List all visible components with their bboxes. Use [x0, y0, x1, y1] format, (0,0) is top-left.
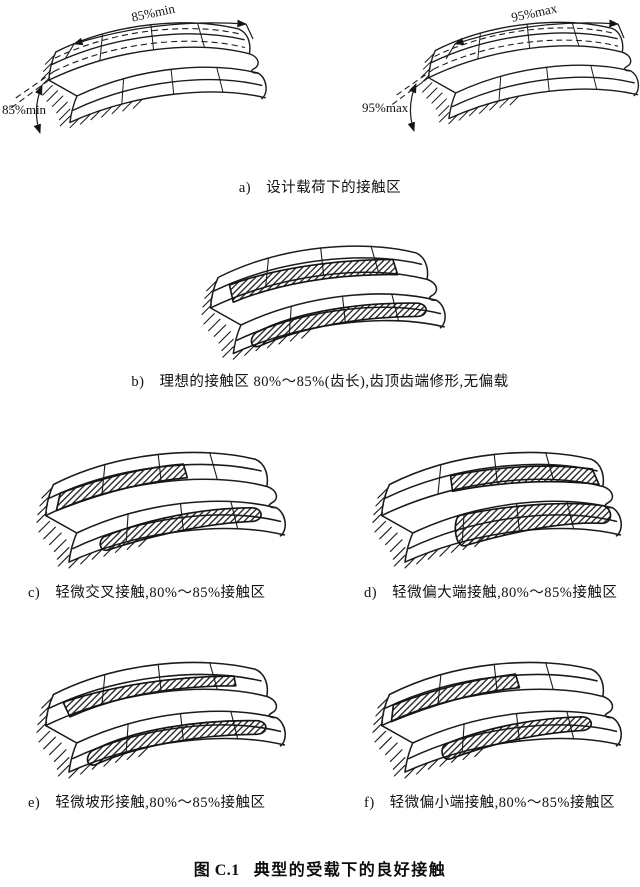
- contact-patch-upper: [62, 675, 237, 718]
- dim-label-top: 95%max: [510, 0, 559, 24]
- figure-title-text: 典型的受载下的良好接触: [253, 862, 447, 879]
- contact-patch-lower: [250, 302, 427, 348]
- arc-dimension-line: [73, 19, 247, 46]
- contact-patch-lower: [454, 502, 612, 547]
- arc-dimension-line: [454, 19, 619, 45]
- gear-diagram-a-right: 95%max 95%max: [362, 0, 640, 132]
- dim-label-top: 85%min: [130, 1, 177, 25]
- gear-diagram-b: [201, 245, 446, 360]
- contact-patch-upper: [449, 465, 600, 493]
- contact-patch-upper: [55, 463, 189, 512]
- caption-letter: a): [238, 180, 252, 196]
- face-width-arc: [33, 85, 43, 134]
- caption-letter: d): [364, 585, 378, 601]
- contact-patch-lower: [99, 506, 262, 552]
- dimension-extension-lines: [445, 23, 625, 60]
- dim-label-side: 85%min: [2, 102, 47, 117]
- contact-patch-upper: [390, 673, 521, 723]
- caption-c: c) 轻微交叉接触,80%～85%接触区: [28, 581, 266, 602]
- caption-letter: b): [131, 374, 145, 390]
- caption-d: d) 轻微偏大端接触,80%～85%接触区: [364, 581, 617, 602]
- caption-letter: c): [28, 585, 41, 601]
- contact-patch-lower: [441, 715, 593, 761]
- caption-text: 轻微坡形接触,80%～85%接触区: [55, 795, 266, 811]
- gear-diagram-e: [36, 661, 287, 779]
- caption-text: 轻微偏小端接触,80%～85%接触区: [389, 795, 615, 811]
- gear-diagram-d: [372, 451, 623, 569]
- contact-patch-upper: [228, 258, 399, 304]
- caption-text: 轻微交叉接触,80%～85%接触区: [55, 585, 266, 601]
- caption-letter: f): [364, 795, 375, 811]
- caption-text: 设计载荷下的接触区: [266, 180, 402, 196]
- caption-a: a) 设计载荷下的接触区: [0, 176, 640, 197]
- caption-b: b) 理想的接触区 80%～85%(齿长),齿顶齿端修形,无偏载: [0, 370, 640, 391]
- caption-e: e) 轻微坡形接触,80%～85%接触区: [28, 791, 266, 812]
- caption-text: 理想的接触区 80%～85%(齿长),齿顶齿端修形,无偏载: [159, 374, 509, 390]
- gear-segment-drawing: [7, 22, 267, 129]
- gear-diagram-a-left: 85%min 85%min: [2, 1, 267, 134]
- contact-patch-lower: [86, 719, 267, 766]
- dimension-extension-lines: [64, 23, 254, 60]
- face-width-arc: [407, 83, 417, 132]
- dim-label-side: 95%max: [362, 100, 409, 115]
- figure-number: 图 C.1: [193, 862, 240, 879]
- gear-diagram-c: [36, 451, 287, 569]
- gear-segment-drawing: [388, 21, 640, 125]
- figure-title: 图 C.1 典型的受载下的良好接触: [0, 856, 640, 880]
- gear-diagram-f: [372, 661, 623, 779]
- caption-letter: e): [28, 795, 41, 811]
- caption-f: f) 轻微偏小端接触,80%～85%接触区: [364, 791, 615, 812]
- caption-text: 轻微偏大端接触,80%～85%接触区: [392, 585, 618, 601]
